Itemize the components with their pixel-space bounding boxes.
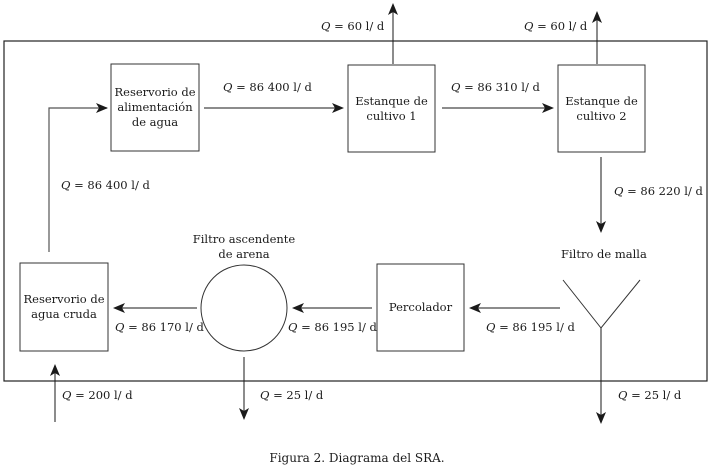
flow-value: = 25 l/ d <box>631 388 682 402</box>
label-line: alimentación <box>117 100 193 114</box>
q-symbol: Q <box>61 178 71 192</box>
flow-label-e1-to-e2: Q = 86 310 l/ d <box>451 80 540 95</box>
q-symbol: Q <box>451 80 461 94</box>
flow-value: = 200 l/ d <box>75 388 133 402</box>
flow-label-e2-to-malla: Q = 86 220 l/ d <box>614 184 703 199</box>
label-line: de agua <box>131 115 179 129</box>
flow-label-e2-out: Q = 60 l/ d <box>524 19 587 34</box>
flow-label-perc-to-arena: Q = 86 195 l/ d <box>288 320 377 335</box>
flow-value: = 86 310 l/ d <box>464 80 540 94</box>
estanque-2-box <box>557 64 646 153</box>
flow-value: = 60 l/ d <box>537 19 588 33</box>
flow-label-malla-to-perc: Q = 86 195 l/ d <box>486 320 575 335</box>
system-boundary <box>3 40 708 382</box>
label-line: Reservorio de <box>23 292 105 306</box>
filtro-arena-label: Filtro ascendente de arena <box>184 231 304 263</box>
flow-label-cruda-to-alim: Q = 86 400 l/ d <box>61 178 150 193</box>
q-symbol: Q <box>321 19 331 33</box>
label-line: Percolador <box>388 300 453 314</box>
q-symbol: Q <box>62 388 72 402</box>
q-symbol: Q <box>115 320 125 334</box>
flow-value: = 86 195 l/ d <box>301 320 377 334</box>
flow-value: = 86 195 l/ d <box>499 320 575 334</box>
reservorio-cruda-label: Reservorio de agua cruda <box>20 263 108 351</box>
label-line: Estanque de <box>355 93 428 108</box>
q-symbol: Q <box>260 388 270 402</box>
label-line: cultivo 2 <box>576 108 627 123</box>
label-line: cultivo 1 <box>366 108 417 123</box>
estanque-1-label: Estanque de cultivo 1 <box>348 65 435 152</box>
percolador-label: Percolador <box>377 264 464 351</box>
flow-value: = 86 400 l/ d <box>74 178 150 192</box>
flow-label-arena-out: Q = 25 l/ d <box>260 388 323 403</box>
flow-label-alim-to-e1: Q = 86 400 l/ d <box>223 80 312 95</box>
label-line: Reservorio de <box>114 85 196 99</box>
label-line: Estanque de <box>565 93 638 108</box>
filtro-malla-label: Filtro de malla <box>561 247 647 261</box>
estanque-1-box <box>347 64 436 153</box>
label-line: Filtro ascendente <box>192 232 296 246</box>
arrow-cruda-to-alim <box>48 103 108 252</box>
flow-value: = 60 l/ d <box>334 19 385 33</box>
percolador-box <box>376 263 465 352</box>
estanque-2-label: Estanque de cultivo 2 <box>558 65 645 152</box>
flow-value: = 86 400 l/ d <box>236 80 312 94</box>
q-symbol: Q <box>618 388 628 402</box>
flow-value: = 86 170 l/ d <box>128 320 204 334</box>
label-line: de arena <box>218 247 270 261</box>
figure-caption: Figura 2. Diagrama del SRA. <box>269 451 445 465</box>
flow-label-arena-to-cruda: Q = 86 170 l/ d <box>115 320 204 335</box>
filtro-arena-circle <box>200 264 288 352</box>
q-symbol: Q <box>614 184 624 198</box>
q-symbol: Q <box>223 80 233 94</box>
flow-value: = 86 220 l/ d <box>627 184 703 198</box>
reservorio-cruda-box <box>19 262 109 352</box>
q-symbol: Q <box>524 19 534 33</box>
q-symbol: Q <box>288 320 298 334</box>
flow-value: = 25 l/ d <box>273 388 324 402</box>
flow-label-inflow: Q = 200 l/ d <box>62 388 133 403</box>
q-symbol: Q <box>486 320 496 334</box>
reservorio-alimentacion-box <box>110 63 200 152</box>
label-line: agua cruda <box>31 307 97 321</box>
flow-label-e1-out: Q = 60 l/ d <box>321 19 384 34</box>
flow-label-malla-out: Q = 25 l/ d <box>618 388 681 403</box>
reservorio-alimentacion-label: Reservorio de alimentación de agua <box>111 64 199 151</box>
